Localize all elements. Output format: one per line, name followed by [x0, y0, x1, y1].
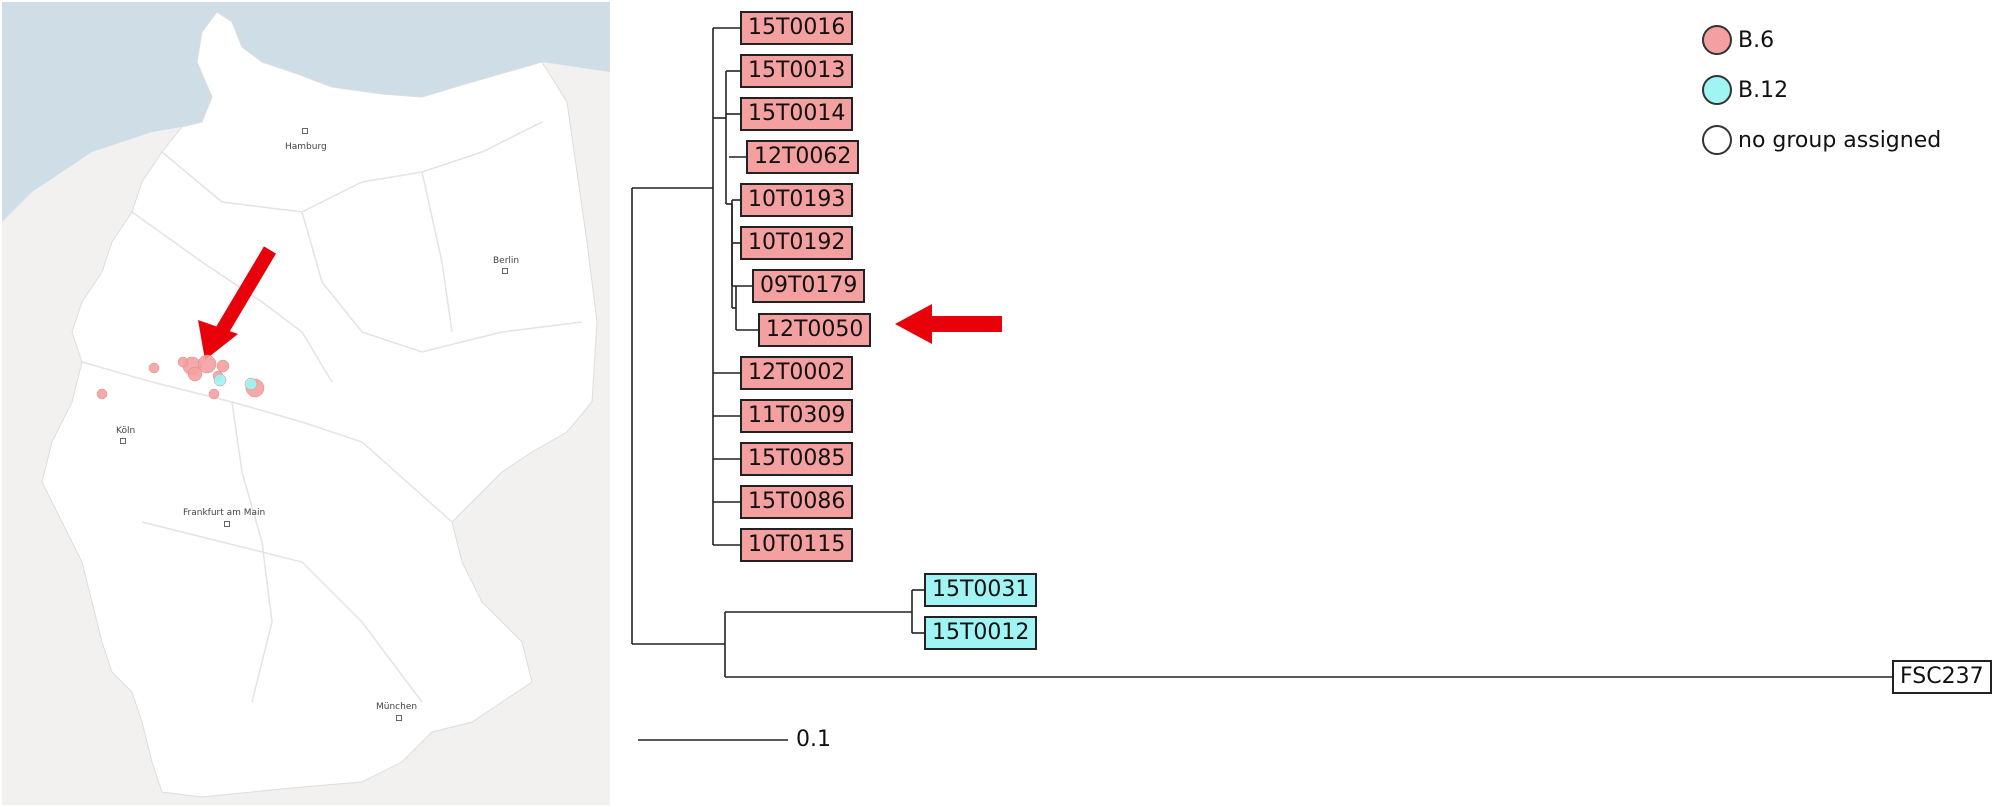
legend-label-b6: B.6: [1738, 27, 1775, 53]
map-point: [177, 356, 189, 368]
map-point: [187, 366, 203, 382]
tree-leaf-label: 10T0193: [740, 183, 854, 217]
tree-leaf-label: 12T0002: [740, 356, 854, 390]
map-points: [96, 354, 265, 400]
tree-leaf-label: 10T0192: [740, 226, 854, 260]
city-dot-muenchen: [396, 715, 402, 721]
tree-leaf-label: 15T0013: [740, 54, 854, 88]
city-dot-hamburg: [302, 128, 308, 134]
city-label-berlin: Berlin: [493, 256, 520, 266]
city-label-koeln: Köln: [116, 426, 136, 436]
city-label-frankfurt: Frankfurt am Main: [183, 508, 266, 518]
map-arrow: [198, 246, 277, 360]
tree-branches: [631, 27, 1892, 678]
tree-leaf-label: 12T0062: [746, 140, 860, 174]
city-dot-frankfurt: [224, 521, 230, 527]
germany-land: [41, 11, 598, 798]
north-sea: [2, 2, 610, 222]
leaf-highlight-arrow: [895, 304, 1002, 344]
tree-leaf-label: 15T0012: [924, 616, 1038, 650]
tree-leaf-label: 12T0050: [758, 313, 872, 347]
tree-leaf-label: 15T0016: [740, 11, 854, 45]
tree-leaf-label: 10T0115: [740, 528, 854, 562]
city-dot-koeln: [120, 438, 126, 444]
legend-label-no-group: no group assigned: [1738, 127, 1942, 153]
tree-leaf-label: 09T0179: [752, 269, 866, 303]
tree-leaf-label: 15T0014: [740, 97, 854, 131]
legend-swatch-b12: [1702, 75, 1732, 105]
tree-leaf-label: 15T0031: [924, 573, 1038, 607]
map-point: [197, 354, 217, 374]
tree-leaf-label: 11T0309: [740, 399, 854, 433]
map-point: [148, 362, 160, 374]
map-point: [216, 359, 230, 373]
map-panel: Hamburg Berlin Köln Frankfurt am Main Mü…: [2, 2, 610, 805]
legend-swatch-b6: [1702, 25, 1732, 55]
legend-item-b6: B.6: [1702, 22, 1774, 58]
tree-leaf-label: 15T0086: [740, 485, 854, 519]
map-point: [208, 388, 220, 400]
legend-label-b12: B.12: [1738, 77, 1789, 103]
tree-leaf-label: 15T0085: [740, 442, 854, 476]
city-label-muenchen: München: [376, 702, 418, 712]
map-point: [96, 388, 108, 400]
map-point: [244, 377, 258, 391]
state-borders: [81, 121, 583, 703]
legend-swatch-no-group: [1702, 125, 1732, 155]
legend-item-no-group: no group assigned: [1702, 122, 1941, 158]
tree-leaf-label: FSC237: [1892, 660, 1992, 694]
map-point: [213, 373, 227, 387]
germany-map: [2, 2, 610, 798]
legend-item-b12: B.12: [1702, 72, 1788, 108]
city-label-hamburg: Hamburg: [285, 142, 327, 152]
scale-bar-label: 0.1: [796, 727, 831, 752]
city-dot-berlin: [502, 268, 508, 274]
